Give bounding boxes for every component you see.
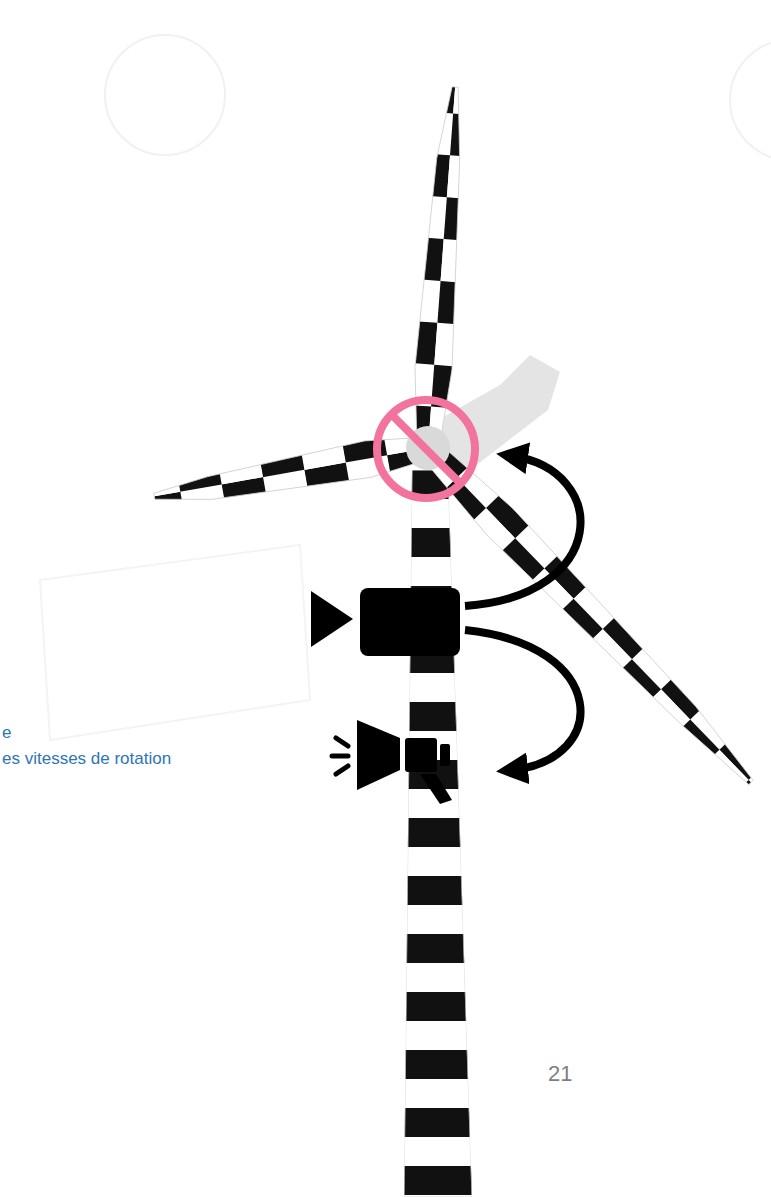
blade-check	[217, 455, 263, 484]
blade-outline	[151, 430, 431, 515]
blade-check	[259, 448, 305, 477]
tower-band	[400, 1050, 476, 1079]
blade-outline	[409, 86, 473, 450]
tower-band	[400, 847, 476, 876]
blade-check	[431, 69, 456, 113]
blade-check	[749, 765, 771, 811]
curved-arrow	[465, 630, 580, 770]
tower-outline	[404, 470, 472, 1197]
blade	[406, 69, 478, 450]
blade-check	[138, 492, 184, 521]
blade-outline	[415, 435, 765, 795]
blade-check	[135, 470, 181, 499]
faint-circle	[730, 40, 771, 160]
tower-band	[400, 992, 476, 1021]
blade-check	[422, 195, 447, 239]
blade-check	[704, 750, 749, 796]
page-number: 21	[548, 1061, 572, 1087]
curved-arrow	[465, 456, 580, 606]
tower-band	[400, 905, 476, 934]
blade	[412, 432, 771, 825]
tower-band	[400, 1195, 476, 1197]
blade-check	[300, 441, 346, 470]
camera-icon	[311, 588, 460, 656]
blade-check	[453, 71, 478, 115]
blade-check	[444, 197, 469, 241]
tower-band	[400, 1079, 476, 1108]
loudspeaker-icon	[332, 720, 452, 804]
tower	[400, 470, 476, 1197]
prohibited-sign	[377, 400, 475, 498]
blade-check	[450, 113, 475, 157]
tower-band	[400, 1137, 476, 1166]
blade-check	[437, 280, 462, 324]
blade-check	[415, 279, 440, 323]
blade-check	[733, 780, 771, 826]
blade-check	[441, 239, 466, 283]
tower-band	[400, 876, 476, 905]
blade-check	[425, 153, 450, 197]
tower-band	[400, 934, 476, 963]
blade-check	[428, 111, 453, 155]
prohibited-bar	[392, 415, 460, 483]
blade-check	[434, 322, 459, 366]
tower-band	[400, 1108, 476, 1137]
tower-band	[400, 818, 476, 847]
blade-check	[419, 237, 444, 281]
blade-check	[674, 720, 719, 766]
caption-text: es vitesses de rotation	[2, 749, 171, 769]
tower-band	[400, 1021, 476, 1050]
blades	[135, 69, 771, 825]
tower-band	[400, 702, 476, 731]
blade-check	[176, 463, 222, 492]
faint-shape	[40, 545, 310, 740]
tower-band	[400, 1166, 476, 1195]
tower-band	[400, 673, 476, 702]
cut-text: e	[2, 723, 11, 743]
faint-circle	[105, 35, 225, 155]
